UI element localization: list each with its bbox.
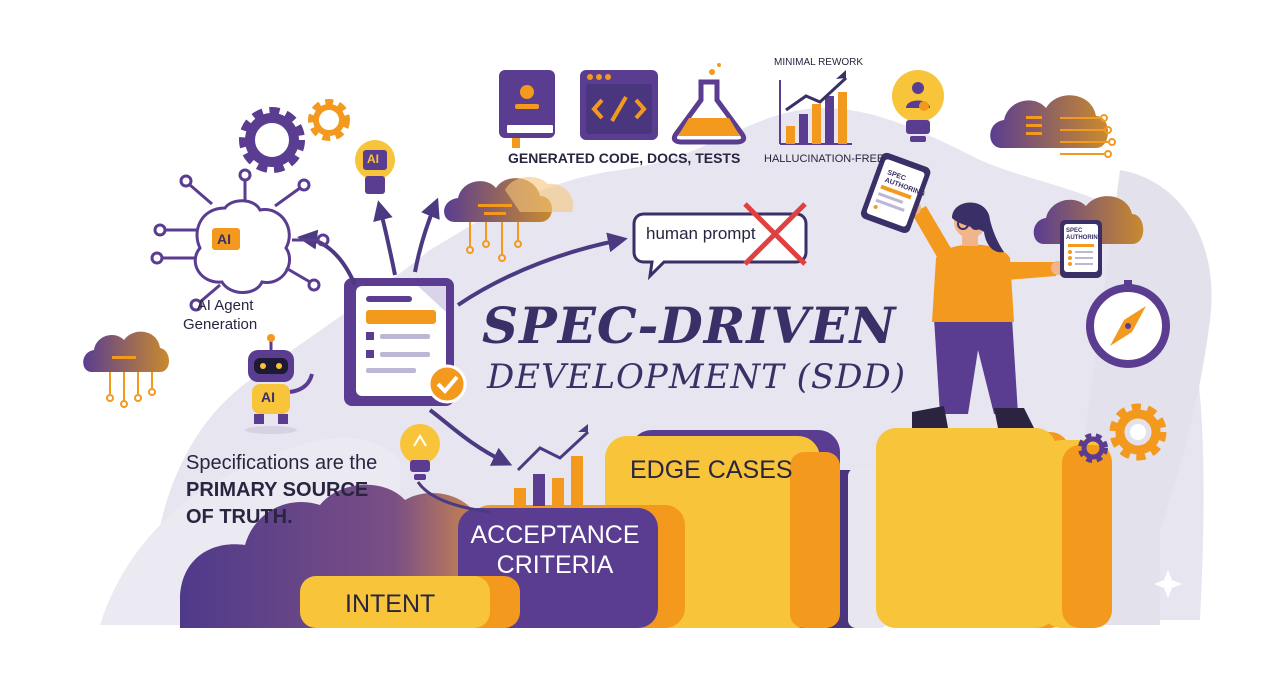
spec-statement-line3: OF TRUTH. (186, 506, 293, 528)
cloud-icon (83, 331, 169, 408)
gear-icon (239, 107, 305, 173)
gear-icon (1078, 433, 1108, 463)
step-blocks (300, 428, 1112, 628)
ai-bulb-label: AI (367, 152, 379, 166)
growth-chart-icon (514, 424, 590, 506)
person-icon (907, 201, 1065, 428)
title-line1: SPEC-DRIVEN (482, 296, 897, 355)
spec-statement-line1: Specifications are the (186, 452, 378, 474)
title-line2: DEVELOPMENT (SDD) (487, 357, 906, 397)
speech-bubble (632, 212, 808, 281)
code-window-icon (580, 70, 658, 140)
flask-icon (671, 63, 747, 145)
ai-robot-label: AI (261, 389, 275, 405)
check-icon (427, 364, 467, 404)
acceptance-line2: CRITERIA (496, 551, 614, 579)
spec-statement: Specifications are the PRIMARY SOURCE OF… (186, 450, 377, 531)
human-prompt-label: human prompt (646, 224, 756, 243)
acceptance-criteria-label: ACCEPTANCE CRITERIA (470, 520, 640, 580)
pedestal-block (876, 428, 1056, 628)
lightbulb-icon (400, 424, 491, 514)
cloud-icon (444, 176, 574, 262)
cloud-icon (990, 95, 1116, 158)
spec-statement-line2: PRIMARY SOURCE (186, 479, 369, 501)
acceptance-line1: ACCEPTANCE (470, 521, 640, 549)
tablet-icon (860, 152, 931, 234)
lightbulb-icon (355, 140, 395, 194)
robot-icon (245, 334, 314, 434)
ai-agent-line2: Generation (183, 316, 258, 333)
book-icon (499, 70, 555, 148)
ai-agent-label: AI Agent Generation (183, 296, 257, 334)
intent-label: INTENT (345, 590, 436, 618)
edge-cases-label: EDGE CASES (630, 456, 793, 484)
bar-chart-icon (779, 70, 852, 145)
ai-agent-line1: AI Agent (196, 297, 254, 314)
flow-arrows (297, 197, 628, 466)
brain-chip (212, 228, 240, 250)
spec-authoring-cloud-label: SPEC AUTHORING (1066, 228, 1103, 241)
ai-brain-label: AI (217, 231, 231, 247)
cross-icon (743, 202, 807, 266)
tablet-icon (1060, 220, 1102, 278)
brain-icon (150, 168, 330, 312)
compass-icon (1086, 280, 1170, 368)
document-icon (344, 278, 467, 406)
hallucination-free-label: HALLUCINATION-FREE (764, 153, 885, 165)
generated-outputs-label: GENERATED CODE, DOCS, TESTS (508, 150, 741, 166)
lightbulb-icon (892, 70, 944, 142)
intent-block (300, 576, 490, 628)
gear-icon (308, 99, 350, 141)
minimal-rework-label: MINIMAL REWORK (774, 57, 864, 68)
gear-icon (1109, 403, 1167, 461)
